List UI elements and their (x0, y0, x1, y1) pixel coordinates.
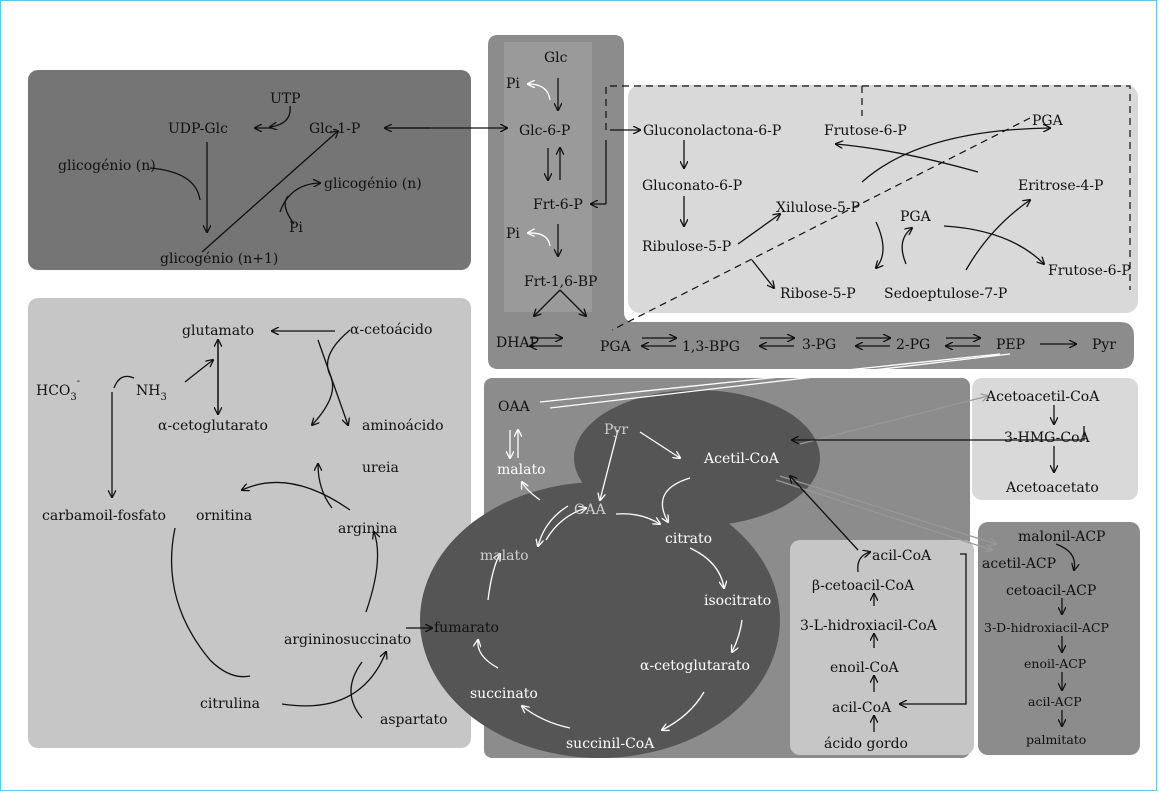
palmitato-label: palmitato (1026, 732, 1086, 747)
glc-6-p-label: Glc-6-P (519, 123, 570, 139)
argininosuccinato-label: argininosuccinato (284, 632, 411, 648)
acetyl-coa-links (775, 396, 1085, 550)
glicogenio-n1-label: glicogénio (n+1) (160, 251, 278, 267)
gluconolactona-label: Gluconolactona-6-P (643, 123, 781, 139)
pentose-arrows (611, 117, 1050, 331)
glc-label: Glc (544, 50, 568, 66)
glutamato-label: glutamato (182, 323, 254, 339)
ureia-label: ureia (362, 460, 399, 476)
aspartato-label: aspartato (380, 712, 448, 728)
fatty-acid-synthesis-panel (978, 522, 1140, 755)
acetil-coa-label: Acetil-CoA (703, 451, 780, 467)
succinato-label: succinato (470, 686, 538, 702)
fumarato-label: fumarato (434, 620, 499, 636)
pi-glycogen-label: Pi (289, 220, 303, 236)
pyr-mito-label: Pyr (604, 422, 628, 438)
krebs-cycle-ellipse (420, 482, 780, 758)
3-l-hidroxiacil-coa-label: 3-L-hidroxiacil-CoA (800, 618, 938, 634)
enoil-acp-label: enoil-ACP (1024, 656, 1086, 671)
hco3-superscript: - (77, 376, 80, 387)
cetoglutarato-urea-label: α-cetoglutarato (158, 418, 268, 434)
beta-cetoacil-coa-label: β-cetoacil-CoA (812, 578, 915, 594)
carbamoil-label: carbamoil-fosfato (42, 508, 166, 524)
pep-label: PEP (996, 337, 1025, 353)
beta-oxidation-panel (790, 540, 974, 755)
ribose-label: Ribose-5-P (780, 286, 856, 302)
pga-mid-label: PGA (900, 209, 932, 225)
glycogen-arrows (149, 105, 507, 253)
cetoacido-label: α-cetoácido (350, 322, 432, 338)
isocitrato-label: isocitrato (704, 593, 771, 609)
3-pg-label: 3-PG (802, 337, 836, 353)
urea-arrows (112, 330, 432, 719)
xilulose-label: Xilulose-5-P (776, 200, 860, 216)
enoil-coa-label: enoil-CoA (830, 660, 900, 676)
oaa-krebs-label: OAA (574, 502, 607, 518)
glycogen-panel (28, 70, 471, 270)
acetoacetil-coa-label: Acetoacetil-CoA (985, 389, 1100, 405)
cetoacil-acp-label: cetoacil-ACP (1006, 583, 1096, 599)
cetoglutarato-krebs-label: α-cetoglutarato (640, 658, 750, 674)
beta-oxidation-arrows (857, 552, 967, 732)
nh3-label: NH3 (136, 383, 167, 403)
3-d-hidroxiacil-acp-label: 3-D-hidroxiacil-ACP (984, 620, 1109, 635)
pga-label: PGA (600, 339, 632, 355)
glicogenio-n-right-label: glicogénio (n) (324, 176, 422, 192)
bpg-label: 1,3-BPG (682, 339, 740, 355)
eritrose-label: Eritrose-4-P (1018, 178, 1103, 194)
fa-synthesis-arrows (1055, 543, 1075, 726)
arginina-label: arginina (338, 521, 397, 537)
udp-glc-label: UDP-Glc (168, 121, 228, 137)
glicogenio-n-left-label: glicogénio (n) (58, 158, 156, 174)
glc-1-p-label: Glc-1-P (309, 121, 360, 137)
krebs-arrows (478, 353, 1011, 730)
utp-label: UTP (270, 91, 301, 107)
acido-gordo-label: ácido gordo (824, 736, 908, 752)
malato-krebs-label: malato (480, 548, 529, 564)
3-hmg-coa-label: 3-HMG-CoA (1004, 430, 1090, 446)
nh3-subscript: 3 (160, 392, 166, 403)
oaa-cytosol-label: OAA (498, 399, 531, 415)
acetil-acp-label: acetil-ACP (982, 556, 1056, 572)
pentose-phosphate-panel (628, 85, 1138, 313)
acetoacetato-label: Acetoacetato (1005, 480, 1099, 496)
pyr-label: Pyr (1092, 337, 1116, 353)
frt-1-6-bp-label: Frt-1,6-BP (524, 274, 597, 290)
glycolysis-arrows (528, 78, 1131, 346)
ketone-panel (972, 378, 1138, 500)
malato-cytosol-label: malato (497, 462, 546, 478)
hco3-label: HCO3- (36, 376, 80, 403)
citrulina-label: citrulina (200, 696, 260, 712)
dhap-label: DHAP (496, 335, 539, 351)
aminoacido-label: aminoácido (362, 418, 444, 434)
hco3-subscript: 3 (70, 392, 76, 403)
ornitina-label: ornitina (196, 508, 252, 524)
succinil-coa-label: succinil-CoA (566, 736, 655, 752)
citrato-label: citrato (665, 531, 712, 547)
urea-cycle-panel (28, 298, 471, 748)
acil-coa-top-label: acil-CoA (872, 548, 932, 564)
sedoeptulose-label: Sedoeptulose-7-P (884, 286, 1007, 302)
ribulose-label: Ribulose-5-P (642, 239, 731, 255)
malonil-acp-label: malonil-ACP (1018, 529, 1105, 545)
pga-top-label: PGA (1032, 113, 1064, 129)
frutose-top-label: Frutose-6-P (824, 123, 907, 139)
acil-acp-label: acil-ACP (1028, 694, 1082, 709)
pi-label-2: Pi (506, 226, 520, 242)
acil-coa-label: acil-CoA (832, 700, 892, 716)
2-pg-label: 2-PG (896, 337, 930, 353)
frutose-bottom-label: Frutose-6-P (1048, 263, 1131, 279)
frt-6-p-label: Frt-6-P (533, 197, 583, 213)
pi-label-1: Pi (506, 76, 520, 92)
gluconato-label: Gluconato-6-P (642, 178, 742, 194)
